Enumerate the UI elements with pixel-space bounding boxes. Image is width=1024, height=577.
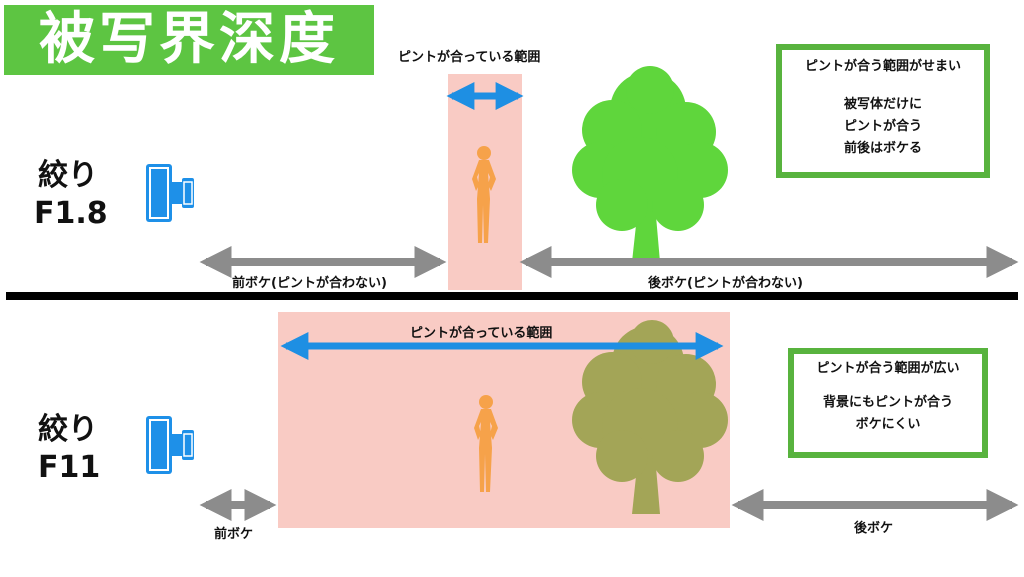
focus-range-label: ピントが合っている範囲 bbox=[398, 50, 541, 65]
note-line: 前後はボケる bbox=[843, 141, 922, 156]
aperture-label: 絞り bbox=[38, 412, 98, 447]
note-line: 被写体だけに bbox=[843, 97, 922, 112]
f-value: F1.8 bbox=[34, 196, 108, 231]
f-value: F11 bbox=[38, 450, 101, 485]
title-banner bbox=[4, 5, 374, 75]
aperture-label: 絞り bbox=[38, 158, 98, 193]
note-box-wide: ピントが合う範囲が広い 背景にもピントが合う ボケにくい bbox=[788, 348, 988, 458]
divider bbox=[6, 292, 1018, 300]
front-blur-label: 前ボケ bbox=[214, 527, 254, 542]
back-blur-label: 後ボケ(ピントが合わない) bbox=[648, 276, 803, 291]
note-line: ピントが合う bbox=[843, 119, 922, 134]
tree-icon bbox=[572, 66, 728, 262]
note-line: 背景にもピントが合う bbox=[822, 395, 953, 410]
page-title: 被写界深度 bbox=[39, 7, 339, 72]
note-box-narrow: ピントが合う範囲がせまい 被写体だけに ピントが合う 前後はボケる bbox=[776, 44, 990, 178]
camera-icon bbox=[146, 416, 194, 474]
person-icon bbox=[474, 395, 498, 492]
camera-icon bbox=[146, 164, 194, 222]
back-blur-label: 後ボケ bbox=[854, 521, 894, 536]
focus-range-label: ピントが合っている範囲 bbox=[410, 326, 553, 341]
note-heading: ピントが合う範囲が広い bbox=[816, 361, 960, 376]
note-line: ボケにくい bbox=[855, 417, 921, 432]
note-heading: ピントが合う範囲がせまい bbox=[804, 59, 961, 74]
front-blur-label: 前ボケ(ピントが合わない) bbox=[232, 276, 387, 291]
person-icon bbox=[472, 146, 496, 243]
